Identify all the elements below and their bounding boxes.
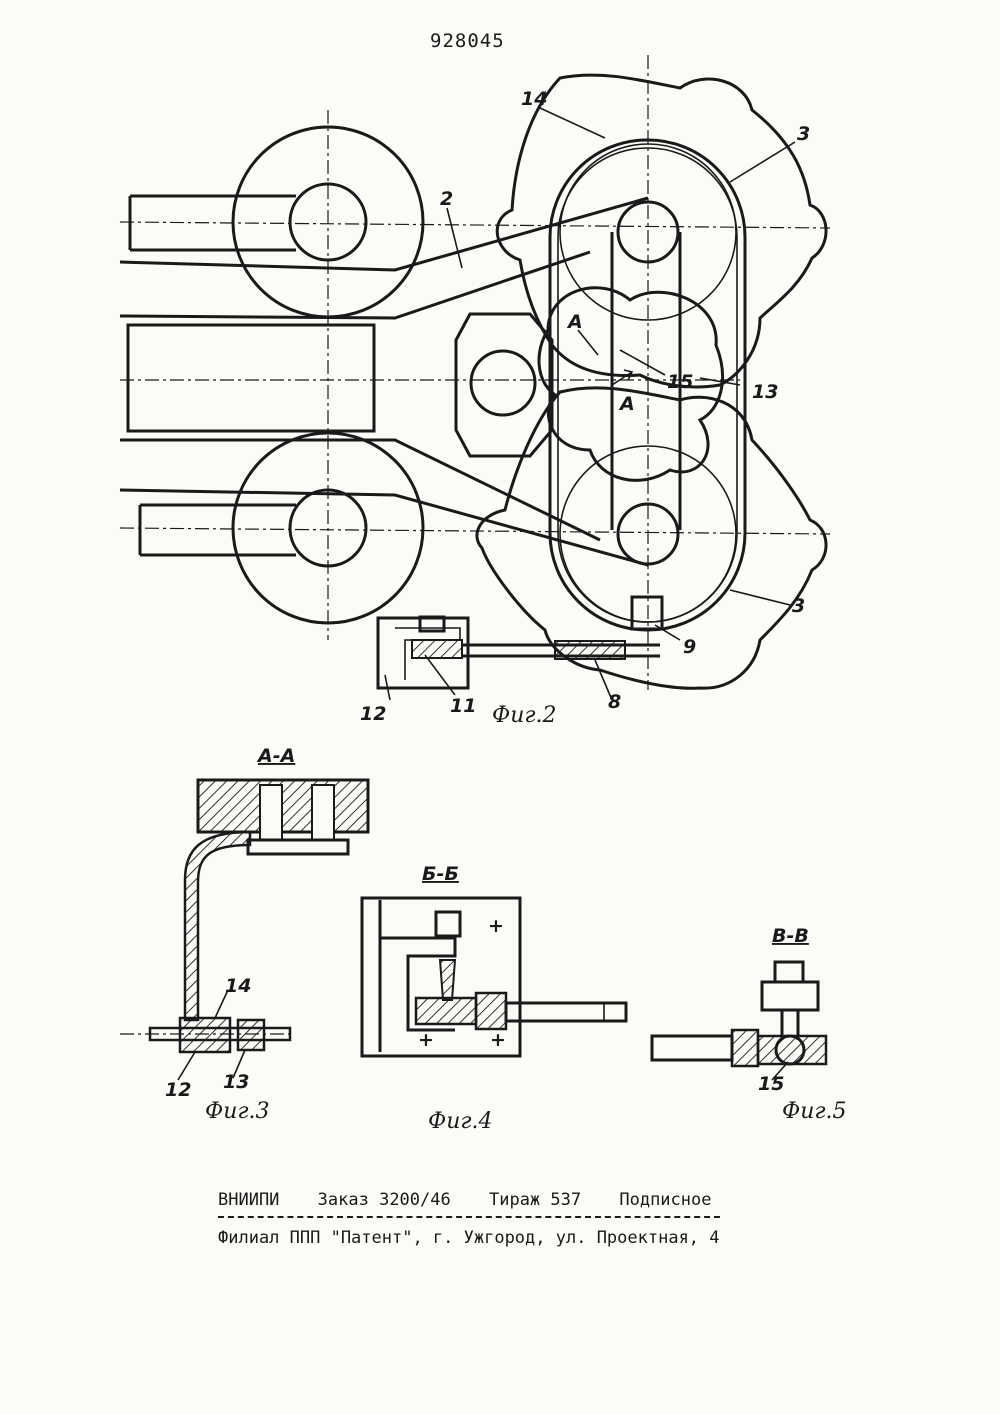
fig2-caption: Фиг.2	[492, 703, 557, 728]
imprint-order: Заказ 3200/46	[318, 1190, 451, 1210]
axis-h-top	[120, 222, 830, 228]
imprint-print-run: Тираж 537	[489, 1190, 581, 1210]
imprint-divider	[218, 1216, 720, 1218]
octagonal-hub-bore	[471, 351, 535, 415]
section-arrow-A	[612, 370, 632, 385]
fig4-plus-1: +	[488, 915, 504, 937]
fig3-bolt-heads	[248, 840, 348, 854]
fig4-sleeve	[476, 993, 506, 1029]
fig2-label-11: 11	[450, 695, 476, 717]
fig5-nut-top	[775, 962, 803, 982]
imprint-line-2: Филиал ППП "Патент", г. Ужгород, ул. Про…	[218, 1228, 720, 1248]
leader-14	[540, 108, 605, 138]
fig3-hub-12	[180, 1018, 230, 1052]
sprocket-top-outline	[497, 75, 826, 387]
sprocket-bottom-outline	[477, 388, 826, 688]
fig3-section-title: А-А	[256, 745, 295, 767]
fig4-nut	[436, 912, 460, 936]
figure-5: В-В 15 Фиг.5	[652, 925, 847, 1124]
left-lower-beam	[140, 505, 296, 555]
figure-2: 14 3 2 A A 15 13 3 9 12 11 8 Фиг.2	[120, 55, 830, 728]
fig5-sleeve	[732, 1030, 758, 1066]
idler-lobes	[539, 288, 723, 481]
fig5-nut-body	[762, 982, 818, 1010]
sleeve-8	[555, 641, 625, 659]
fig3-bolt-right	[312, 785, 334, 840]
fig2-label-2: 2	[440, 188, 453, 210]
leader-3-bottom	[730, 590, 790, 605]
sleeve-11	[412, 640, 462, 658]
fig4-plus-2: +	[418, 1029, 434, 1051]
fig4-section-title: Б-Б	[422, 863, 459, 885]
fig2-label-13: 13	[752, 381, 778, 403]
fig5-rod	[652, 1036, 732, 1060]
fig5-caption: Фиг.5	[782, 1099, 847, 1124]
fig4-stem	[440, 960, 455, 1000]
imprint-status: Подписное	[619, 1190, 711, 1210]
fig2-label-15: 15	[667, 371, 693, 393]
frame-arm-lower	[120, 440, 648, 565]
fig2-label-12: 12	[360, 703, 386, 725]
figure-3: А-А 14 12 13 Фиг.3	[120, 745, 368, 1124]
fig5-housing	[758, 1036, 826, 1064]
fig2-label-3-bottom: 3	[792, 595, 805, 617]
fig3-bolt-left	[260, 785, 282, 840]
fig4-plus-3: +	[490, 1029, 506, 1051]
imprint-org: ВНИИПИ	[218, 1190, 279, 1210]
leader-3-top	[730, 142, 795, 182]
fig3-label-14: 14	[225, 975, 251, 997]
fig3-label-12: 12	[165, 1079, 191, 1101]
fig2-label-9: 9	[683, 636, 696, 658]
fig5-label-15: 15	[758, 1073, 784, 1095]
fig4-clamp	[416, 998, 476, 1024]
fig2-label-A-2: A	[618, 393, 635, 415]
leader-2	[447, 208, 462, 268]
fig4-rod	[506, 1003, 626, 1021]
fig5-section-title: В-В	[772, 925, 809, 947]
fig2-label-8: 8	[608, 691, 621, 713]
fig2-label-14: 14	[521, 88, 547, 110]
fig3-label-13: 13	[223, 1071, 249, 1093]
imprint-line-1: ВНИИПИ Заказ 3200/46 Тираж 537 Подписное	[218, 1190, 739, 1210]
figure-4: Б-Б + + + Фиг.4	[362, 863, 626, 1134]
fig3-nut-13	[238, 1020, 264, 1050]
left-body-block	[128, 325, 374, 431]
section-line-A	[578, 330, 598, 355]
fig3-leader-12	[178, 1052, 195, 1080]
fig2-label-3-top: 3	[797, 123, 810, 145]
axis-h-bottom	[120, 528, 830, 534]
fig2-label-A-1: A	[566, 311, 583, 333]
fig3-caption: Фиг.3	[205, 1099, 270, 1124]
bracket-9	[632, 597, 662, 629]
fig4-caption: Фиг.4	[428, 1109, 493, 1134]
